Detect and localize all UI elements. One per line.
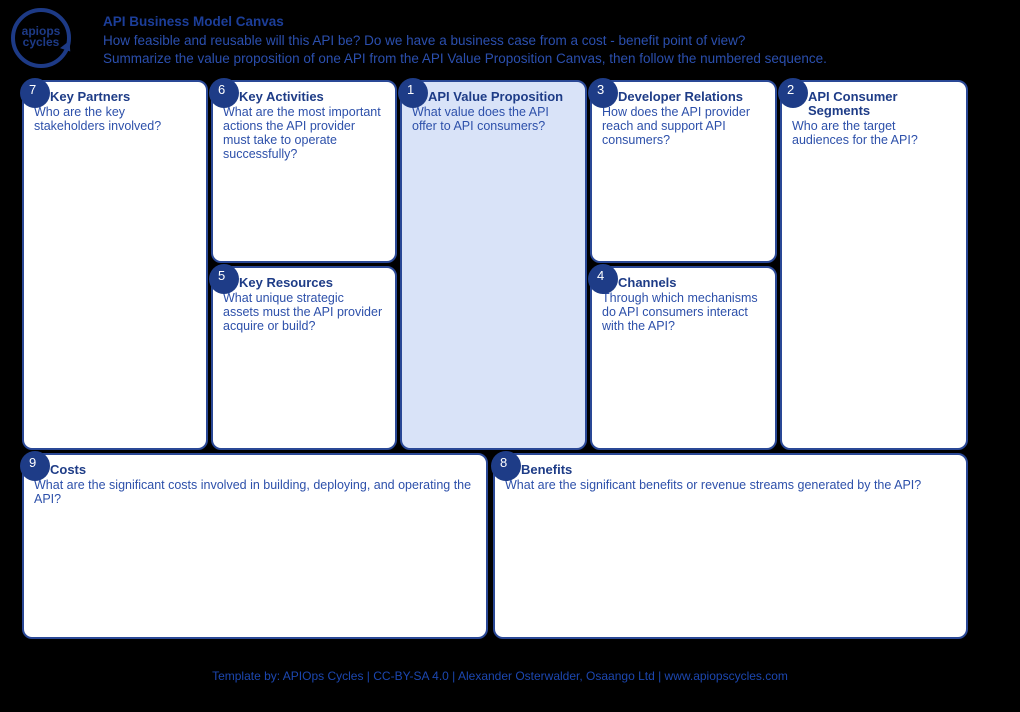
cell-title: API Consumer Segments [808, 89, 898, 118]
cell-title: Key Activities [239, 89, 324, 104]
cell-question: What are the significant benefits or rev… [505, 478, 922, 492]
attribution-footer: Template by: APIOps Cycles | CC-BY-SA 4.… [212, 669, 788, 683]
cell-question: Who are the key stakeholders involved? [34, 105, 162, 133]
cell-number-badge: 3 [588, 78, 618, 108]
cell-question: What value does the API offer to API con… [412, 105, 549, 133]
logo-word-cycles: cycles [22, 35, 60, 49]
header-subtitle-2: Summarize the value proposition of one A… [103, 51, 827, 66]
cell-channels: 4 Channels Through which mechanisms do A… [588, 264, 777, 450]
cell-api-consumer-segments: 2 API Consumer Segments Who are the targ… [778, 78, 968, 450]
cell-title: API Value Proposition [428, 89, 564, 104]
cell-title: Benefits [521, 462, 573, 477]
page-title: API Business Model Canvas [103, 14, 284, 29]
cell-question: What are the significant costs involved … [34, 478, 472, 506]
cell-title: Costs [50, 462, 87, 477]
cell-question: Through which mechanisms do API consumer… [602, 291, 758, 333]
cell-key-partners: 7 Key Partners Who are the key stakehold… [20, 78, 208, 450]
cell-number-badge: 1 [398, 78, 428, 108]
logo-word-apiops: apiops [21, 24, 61, 38]
cell-number-badge: 9 [20, 451, 50, 481]
cell-title: Key Partners [50, 89, 131, 104]
apiops-cycles-logo: apiops cycles [10, 6, 75, 70]
cell-key-activities: 6 Key Activities What are the most impor… [209, 78, 397, 263]
cell-question: What are the most important actions the … [223, 105, 381, 161]
cell-number-badge: 5 [209, 264, 239, 294]
cell-number-badge: 8 [491, 451, 521, 481]
cell-developer-relations: 3 Developer Relations How does the API p… [588, 78, 777, 263]
cell-costs: 9 Costs What are the significant costs i… [20, 451, 488, 639]
cell-number-badge: 7 [20, 78, 50, 108]
cell-title: Channels [618, 275, 677, 290]
header: API Business Model Canvas How feasible a… [103, 13, 827, 69]
header-subtitle-1: How feasible and reusable will this API … [103, 32, 746, 48]
cell-number-badge: 2 [778, 78, 808, 108]
logo-wordmark: apiops cycles [12, 24, 70, 49]
cell-number-badge: 6 [209, 78, 239, 108]
cell-question: How does the API provider reach and supp… [602, 105, 750, 147]
cell-title: Developer Relations [618, 89, 743, 104]
cell-question: Who are the target audiences for the API… [792, 119, 918, 147]
cell-benefits: 8 Benefits What are the significant bene… [491, 451, 968, 639]
cell-title: Key Resources [239, 275, 333, 290]
logo-circular-arrow-icon [11, 8, 71, 68]
cell-key-resources: 5 Key Resources What unique strategic as… [209, 264, 397, 450]
cell-question: What unique strategic assets must the AP… [223, 291, 383, 333]
cell-number-badge: 4 [588, 264, 618, 294]
cell-api-value-proposition: 1 API Value Proposition What value does … [398, 78, 587, 450]
